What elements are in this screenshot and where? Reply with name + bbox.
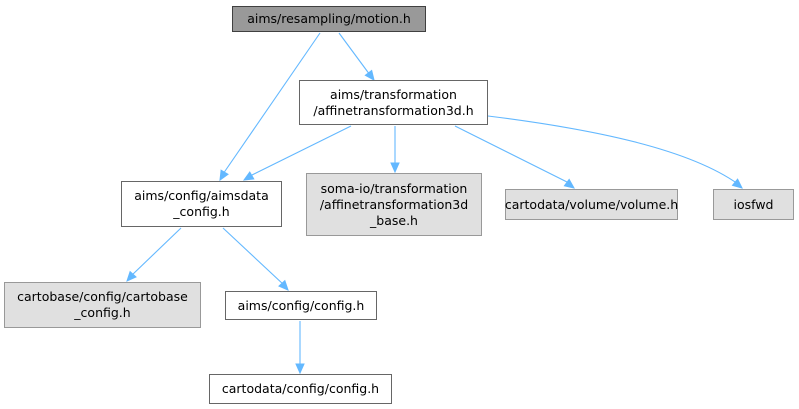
node-cartobase-config-h[interactable]: cartobase/config/cartobase _config.h [4, 282, 201, 328]
edge-arrowhead [563, 178, 575, 189]
node-aimsdata-config-h[interactable]: aims/config/aimsdata _config.h [121, 181, 282, 227]
node-affinetransformation3d-h[interactable]: aims/transformation /affinetransformatio… [299, 80, 488, 125]
edge-arrowhead [731, 178, 743, 189]
node-cartodata-config-h[interactable]: cartodata/config/config.h [209, 374, 392, 404]
node-label-line: aims/transformation [330, 86, 457, 102]
edge-aimsdata-to-aimsconfig [222, 227, 285, 286]
edge-arrowhead [295, 363, 305, 375]
node-label-line: iosfwd [733, 196, 774, 212]
node-motion-h[interactable]: aims/resampling/motion.h [232, 6, 426, 32]
edge-arrowhead [364, 69, 375, 81]
edge-arrowhead [219, 169, 229, 182]
node-label-line: _config.h [74, 305, 131, 320]
edge-affine-to-aimsdata [249, 125, 352, 177]
node-label-line: aims/config/aimsdata [134, 188, 269, 203]
node-label-line: cartodata/volume/volume.h [504, 196, 679, 212]
edge-affine-to-iosfwd [487, 115, 739, 185]
node-label-line: cartodata/config/config.h [221, 381, 380, 396]
node-label-line: soma-io/transformation [320, 180, 468, 196]
node-affinetransformation3d-base-h[interactable]: soma-io/transformation /affinetransforma… [306, 173, 482, 236]
edge-arrowhead [390, 162, 400, 174]
edge-aimsdata-to-cartobase [130, 227, 182, 277]
edge-arrowhead [242, 171, 255, 181]
node-label-line: /affinetransformation3d.h [313, 102, 474, 118]
edge-arrowhead [126, 270, 137, 282]
node-label-line: _config.h [173, 204, 230, 219]
node-volume-h[interactable]: cartodata/volume/volume.h [505, 189, 678, 220]
node-label-line: /affinetransformation3d [319, 196, 469, 212]
node-label-line: aims/resampling/motion.h [247, 11, 411, 26]
node-label-line: cartobase/config/cartobase [17, 289, 188, 304]
edge-affine-to-volume [454, 125, 570, 184]
edge-motion-to-affine [338, 32, 371, 76]
edge-arrowhead [278, 279, 289, 291]
node-aims-config-h[interactable]: aims/config/config.h [225, 291, 377, 320]
node-iosfwd[interactable]: iosfwd [713, 189, 794, 220]
edge-motion-to-aimsdata [222, 32, 321, 175]
node-label-line: _base.h [370, 212, 418, 228]
node-label-line: aims/config/config.h [237, 297, 365, 313]
